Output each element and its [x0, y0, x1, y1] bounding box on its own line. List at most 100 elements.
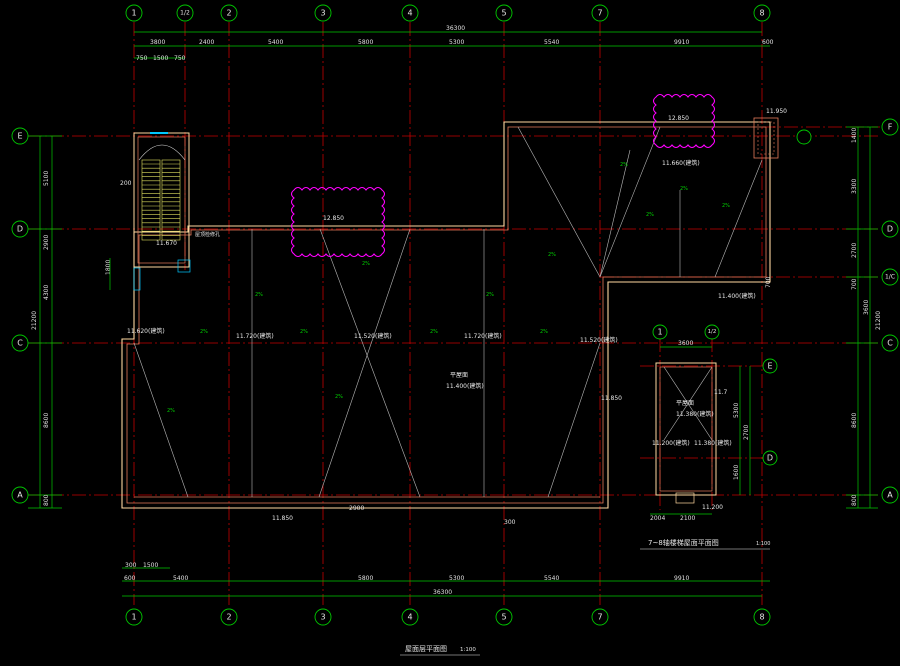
inset-axis: 1 — [657, 328, 662, 337]
slope-label: 2% — [200, 329, 208, 335]
bottom-dim: 5300 — [449, 575, 464, 582]
axis-label: D — [17, 225, 23, 234]
axis-label: 1 — [131, 613, 136, 622]
left-axis-bubbles: E D C A — [11, 127, 29, 504]
bottom-dim: 5540 — [544, 575, 559, 582]
bottom-dim: 9910 — [674, 575, 689, 582]
inset-dim: 5300 — [733, 403, 740, 418]
left-dim: 8600 — [43, 413, 50, 428]
slope-label: 2% — [430, 329, 438, 335]
right-dim: 3300 — [851, 179, 858, 194]
misc-dim: 300 — [504, 519, 516, 526]
drawing-title-block: 屋面层平面图 1:100 — [400, 645, 480, 656]
axis-label: E — [17, 132, 22, 141]
axis-label: F — [888, 123, 893, 132]
right-dim: 800 — [851, 494, 858, 506]
top-dim: 9910 — [674, 39, 689, 46]
right-dim: 3600 — [863, 300, 870, 315]
bottom-total-dim: 36300 — [433, 589, 452, 596]
elevation-labels: 12.850 12.850 11.660(建筑) 11.400(建筑) 11.6… — [127, 108, 787, 522]
inset-dim: 3600 — [678, 340, 693, 347]
top-dim: 5300 — [449, 39, 464, 46]
axis-label: 7 — [597, 9, 602, 18]
cloud-1 — [290, 186, 386, 258]
left-dimensions: 5100 2900 4300 21200 8600 800 — [28, 135, 62, 509]
top-total-dim: 36300 — [446, 25, 465, 32]
misc-dim: 200 — [120, 180, 132, 187]
inset-dim: 2004 — [650, 515, 665, 522]
elev: 11.950 — [766, 108, 787, 115]
drawing-scale: 1:100 — [460, 647, 476, 653]
inset-title: 7~8轴楼梯屋面平面图 — [648, 538, 719, 547]
axis-label: A — [887, 491, 893, 500]
vertical-grid-lines — [133, 22, 763, 605]
axis-label: 3 — [320, 9, 325, 18]
top-dim: 5540 — [544, 39, 559, 46]
ridge-lines — [133, 126, 763, 498]
slope-label: 2% — [362, 261, 370, 267]
axis-label: A — [17, 491, 23, 500]
stair-core: 11.670 屋顶检修孔 — [133, 132, 220, 291]
axis-label: 8 — [759, 613, 764, 622]
elev: 11.850 — [601, 395, 622, 402]
top-dim: 600 — [762, 39, 774, 46]
slope-label: 2% — [540, 329, 548, 335]
elev: 11.720(建筑) — [464, 332, 502, 340]
right-dim: 8600 — [851, 413, 858, 428]
inset-dim: 1600 — [733, 465, 740, 480]
bottom-dim: 600 — [124, 575, 136, 582]
inset-scale: 1:100 — [756, 541, 770, 547]
inset-roof: 平屋面 — [676, 400, 694, 407]
bottom-dim: 5400 — [173, 575, 188, 582]
axis-label: 2 — [226, 613, 231, 622]
roof-outline — [121, 121, 771, 509]
axis-label: 7 — [597, 613, 602, 622]
bottom-axis-bubbles: 1 2 3 4 5 7 8 — [125, 608, 771, 626]
slope-markers: 2% 2% 2% 2% 2% 2% 2% 2% 2% 2% 2% 2% 2% 2… — [167, 162, 730, 414]
left-dim: 21200 — [31, 311, 38, 330]
axis-label: 4 — [407, 613, 412, 622]
slope-label: 2% — [680, 186, 688, 192]
inset-axis: 1/2 — [708, 329, 717, 335]
right-dimensions: 1400 3300 2700 700 3600 21200 8600 800 — [846, 126, 882, 509]
slope-label: 2% — [335, 394, 343, 400]
inner-wall — [126, 126, 767, 504]
outer-wall — [121, 121, 771, 509]
axis-label: 5 — [501, 9, 506, 18]
inset-elev: 11.200 — [702, 504, 723, 511]
axis-label: D — [887, 225, 893, 234]
elev: 11.850 — [272, 515, 293, 522]
top-dim: 5800 — [358, 39, 373, 46]
bottom-subdim: 300 — [125, 562, 137, 569]
drawing-title: 屋面层平面图 — [405, 645, 447, 653]
axis-label: 1 — [131, 9, 136, 18]
slope-label: 2% — [646, 212, 654, 218]
axis-label: 1/C — [885, 274, 895, 281]
axis-label: 2 — [226, 9, 231, 18]
inset-elev: 11.200(建筑) — [652, 439, 690, 447]
axis-label: C — [887, 339, 893, 348]
top-dim: 2400 — [199, 39, 214, 46]
top-axis-bubbles: 1 1/2 2 3 4 5 7 8 — [125, 4, 771, 22]
axis-label: 3 — [320, 613, 325, 622]
top-subdim: 1500 — [153, 55, 168, 62]
slope-label: 2% — [548, 252, 556, 258]
top-subdim: 750 — [174, 55, 186, 62]
axis-label: 5 — [501, 613, 506, 622]
left-dim: 4300 — [43, 285, 50, 300]
misc-dim: 2900 — [349, 505, 364, 512]
axis-label: 4 — [407, 9, 412, 18]
right-dim: 2700 — [851, 243, 858, 258]
slope-label: 2% — [620, 162, 628, 168]
right-axis-bubbles: F D 1/C C A — [881, 118, 899, 504]
cloud-2 — [652, 93, 716, 149]
inset-dim: 2100 — [680, 515, 695, 522]
top-dim: 5400 — [268, 39, 283, 46]
inset-dim: 2700 — [743, 425, 750, 440]
right-dim: 700 — [851, 278, 858, 290]
elev: 11.660(建筑) — [662, 159, 700, 167]
inset-elev: 11.380(建筑) — [676, 410, 714, 418]
inset-axis: E — [767, 362, 772, 371]
